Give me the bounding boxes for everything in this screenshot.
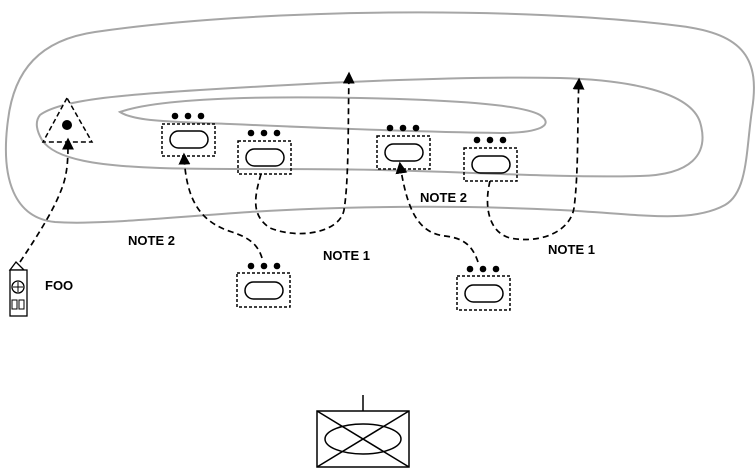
unit-c-icon xyxy=(376,124,431,170)
unit-a-icon xyxy=(161,112,216,157)
note2-right-label: NOTE 2 xyxy=(420,190,467,205)
arrow-unit-e-to-unit-a xyxy=(178,152,263,259)
foo-label: FOO xyxy=(45,278,74,293)
unit-b-icon xyxy=(237,129,292,175)
unit-d-icon xyxy=(463,136,518,182)
observation-post-triangle-icon xyxy=(41,96,94,143)
arrow-foo-to-triangle xyxy=(19,137,74,263)
unit-e-icon xyxy=(236,262,291,308)
arrow-unit-b-to-north xyxy=(254,71,355,235)
crossed-box-symbol-icon xyxy=(316,395,410,468)
arrow-unit-f-to-unit-c xyxy=(395,161,479,263)
outer-boundary-outline xyxy=(4,11,755,224)
building-icon xyxy=(8,261,28,317)
note2-left-label: NOTE 2 xyxy=(128,233,175,248)
arrow-unit-d-to-north xyxy=(486,77,585,241)
note1-right-label: NOTE 1 xyxy=(548,242,595,257)
inner-spiral-core xyxy=(117,96,547,135)
note1-center-label: NOTE 1 xyxy=(323,248,370,263)
inner-spiral-outline xyxy=(35,76,704,178)
unit-f-icon xyxy=(456,265,511,311)
